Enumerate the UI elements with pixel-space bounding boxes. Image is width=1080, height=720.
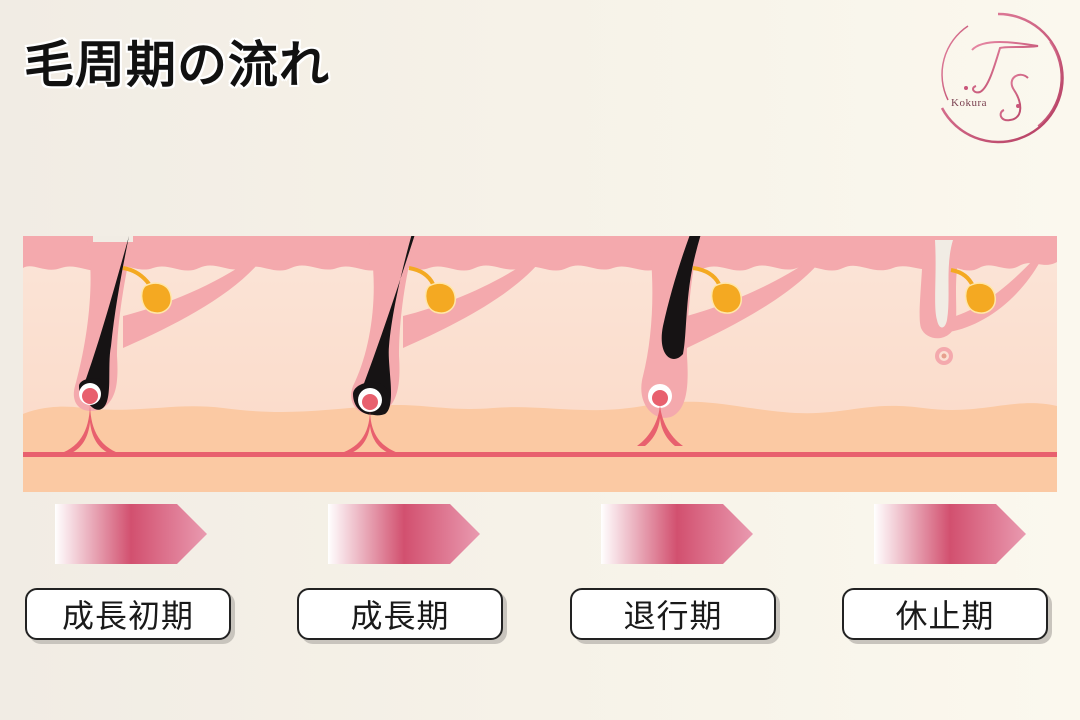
stage-label-catagen: 退行期 xyxy=(570,588,776,640)
arrow-stage-3-icon xyxy=(601,504,753,564)
stage-label-telogen: 休止期 xyxy=(842,588,1048,640)
stage-label-anagen: 成長期 xyxy=(297,588,503,640)
skin-cross-section-diagram xyxy=(23,236,1057,492)
page-title: 毛周期の流れ xyxy=(24,36,330,94)
follicle-catagen xyxy=(637,236,823,446)
follicle-anagen-early xyxy=(59,236,263,454)
logo-subtitle: Kokura xyxy=(951,97,987,109)
arrow-stage-4-icon xyxy=(874,504,1026,564)
stage-label-anagen-early: 成長初期 xyxy=(25,588,231,640)
arrow-stage-2-icon xyxy=(328,504,480,564)
logo-icon xyxy=(940,12,1064,144)
arrow-stage-1-icon xyxy=(55,504,207,564)
follicle-anagen xyxy=(339,236,543,454)
follicle-telogen xyxy=(919,240,1041,365)
